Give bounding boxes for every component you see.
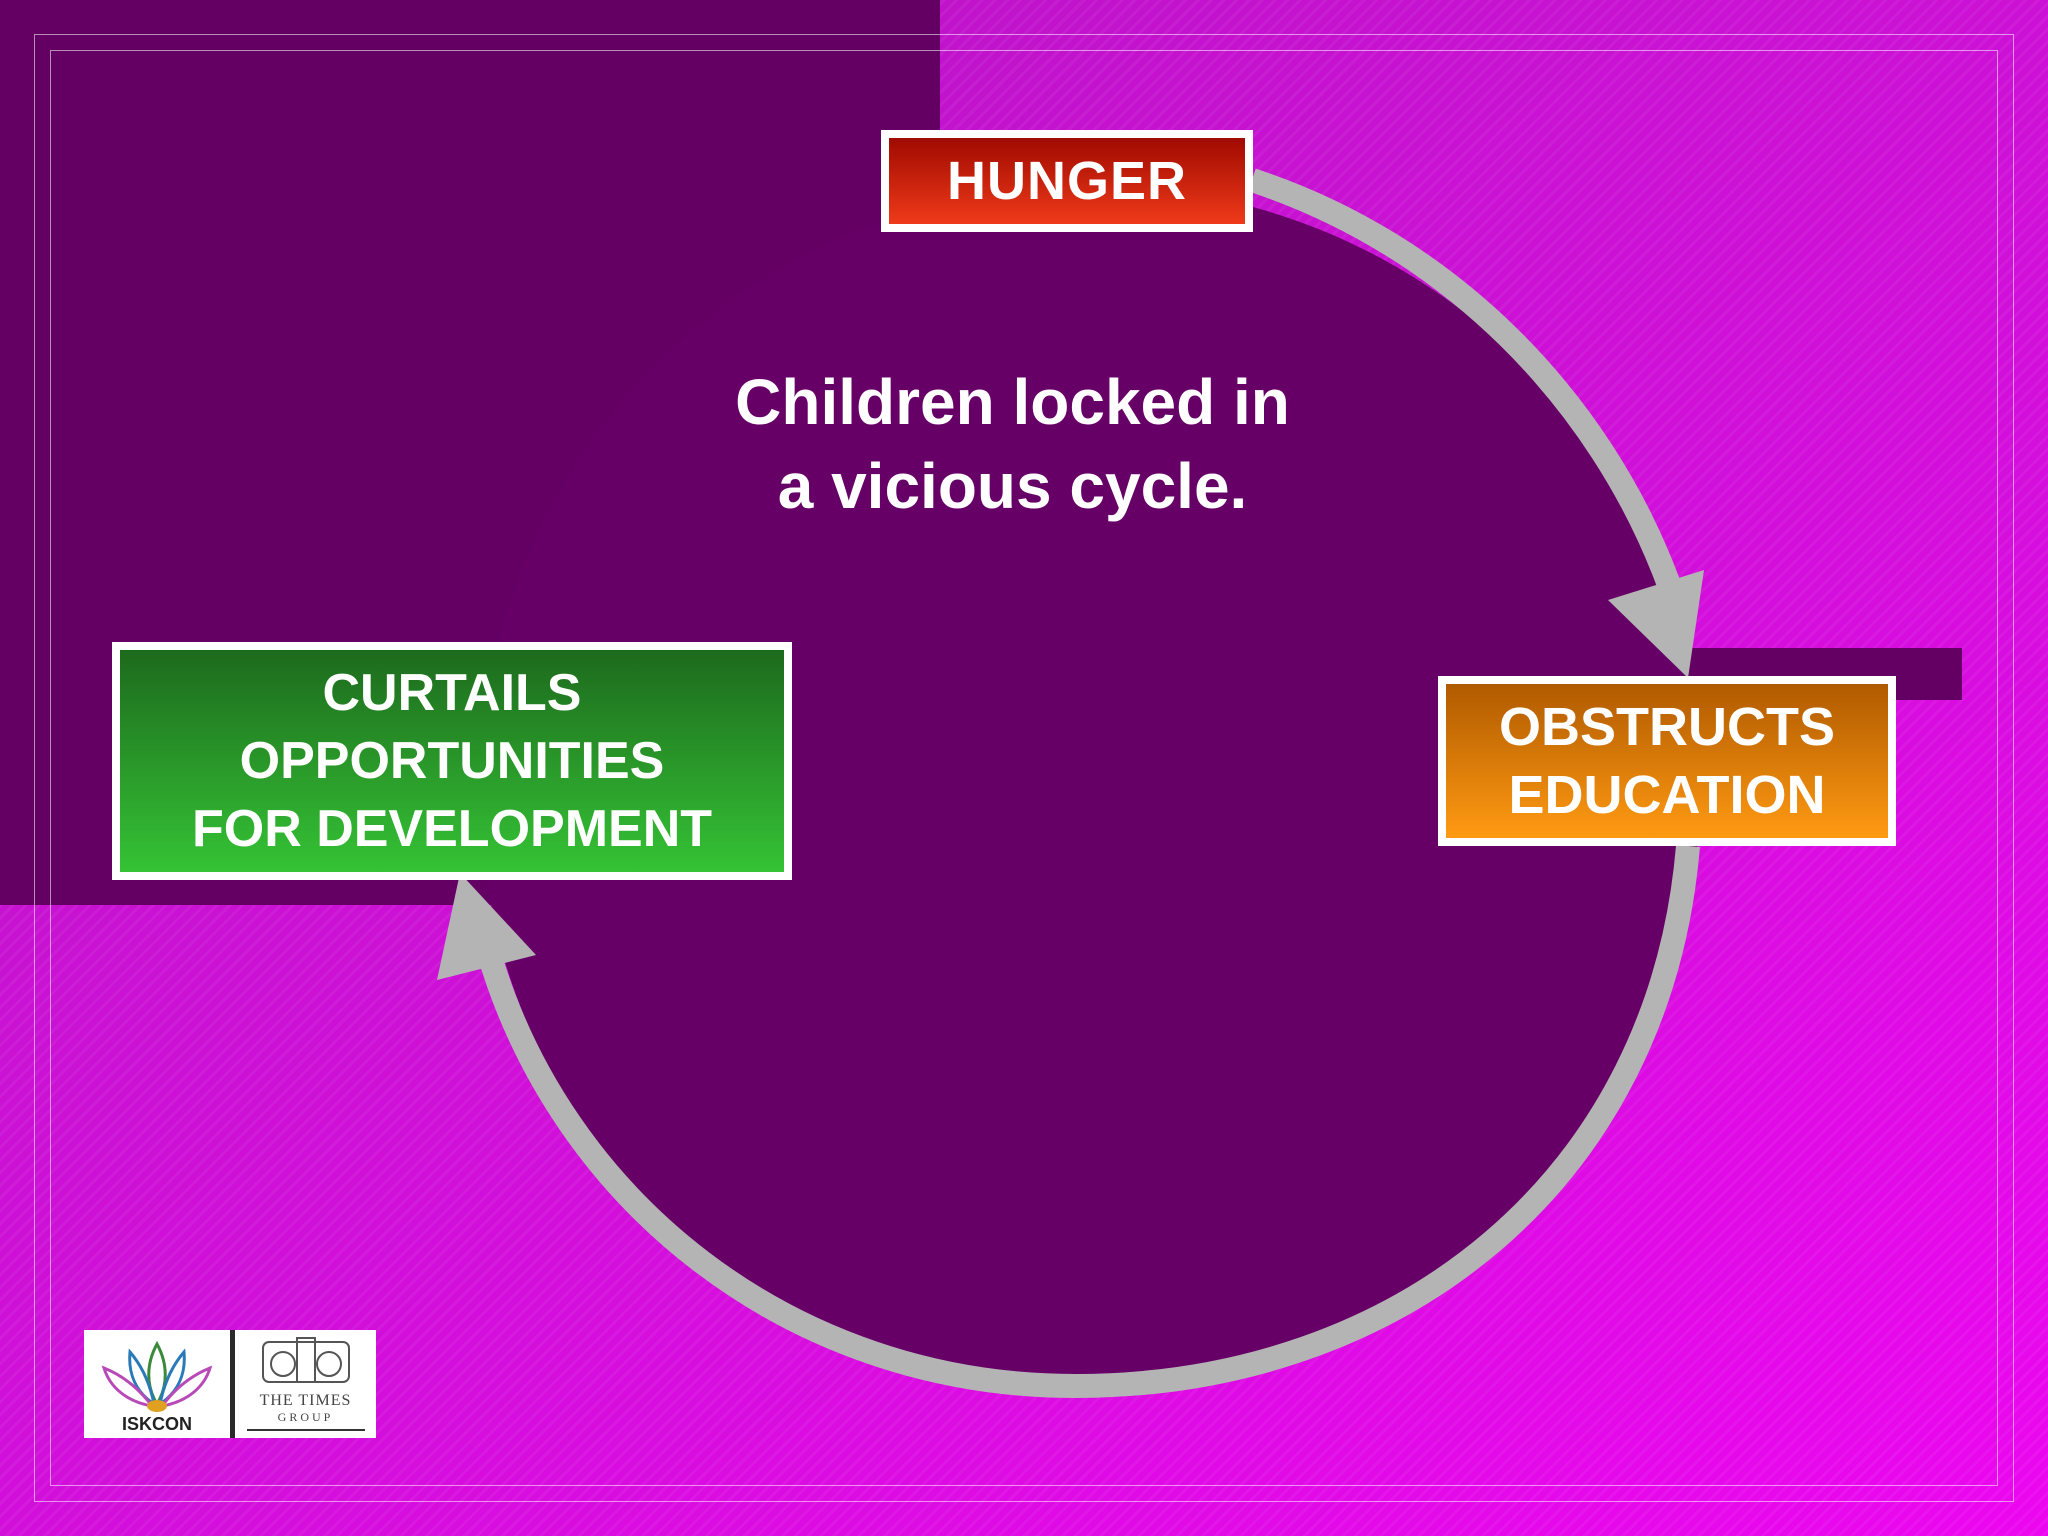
arrow-education-to-development [476, 844, 1700, 1399]
inner-frame-line [50, 50, 1998, 1486]
node-hunger-label: HUNGER [946, 151, 1187, 211]
node-development-line3: FOR DEVELOPMENT [191, 800, 713, 858]
node-hunger: HUNGER [881, 130, 1253, 232]
lotus-icon [101, 1340, 213, 1412]
times-logo-line1: THE TIMES [259, 1392, 352, 1409]
times-group-logo: THE TIMES GROUP [235, 1330, 376, 1438]
node-development-line2: OPPORTUNITIES [239, 732, 665, 790]
center-caption-line2: a vicious cycle. [777, 450, 1248, 522]
node-curtails-opportunities: CURTAILS OPPORTUNITIES FOR DEVELOPMENT [112, 642, 792, 880]
center-caption-line1: Children locked in [735, 366, 1290, 438]
iskcon-logo: ISKCON [84, 1330, 230, 1438]
iskcon-logo-text: ISKCON [121, 1414, 192, 1434]
node-education-line1: OBSTRUCTS [1499, 697, 1835, 757]
node-development-line1: CURTAILS [322, 664, 582, 722]
arrowhead-development [437, 873, 536, 980]
node-education-line2: EDUCATION [1508, 765, 1826, 825]
times-emblem-icon [247, 1337, 365, 1431]
arrowhead-education [1608, 570, 1704, 678]
node-obstructs-education: OBSTRUCTS EDUCATION [1438, 676, 1896, 846]
dark-purple-top-strip [0, 0, 938, 56]
arrow-hunger-to-education [1248, 168, 1680, 587]
partner-logos: ISKCON THE TIMES GROUP [84, 1330, 376, 1438]
times-logo-line2: GROUP [277, 1410, 334, 1424]
outer-frame-line [34, 34, 2014, 1502]
center-caption: Children locked in a vicious cycle. [650, 360, 1375, 528]
logo-divider [230, 1330, 235, 1438]
